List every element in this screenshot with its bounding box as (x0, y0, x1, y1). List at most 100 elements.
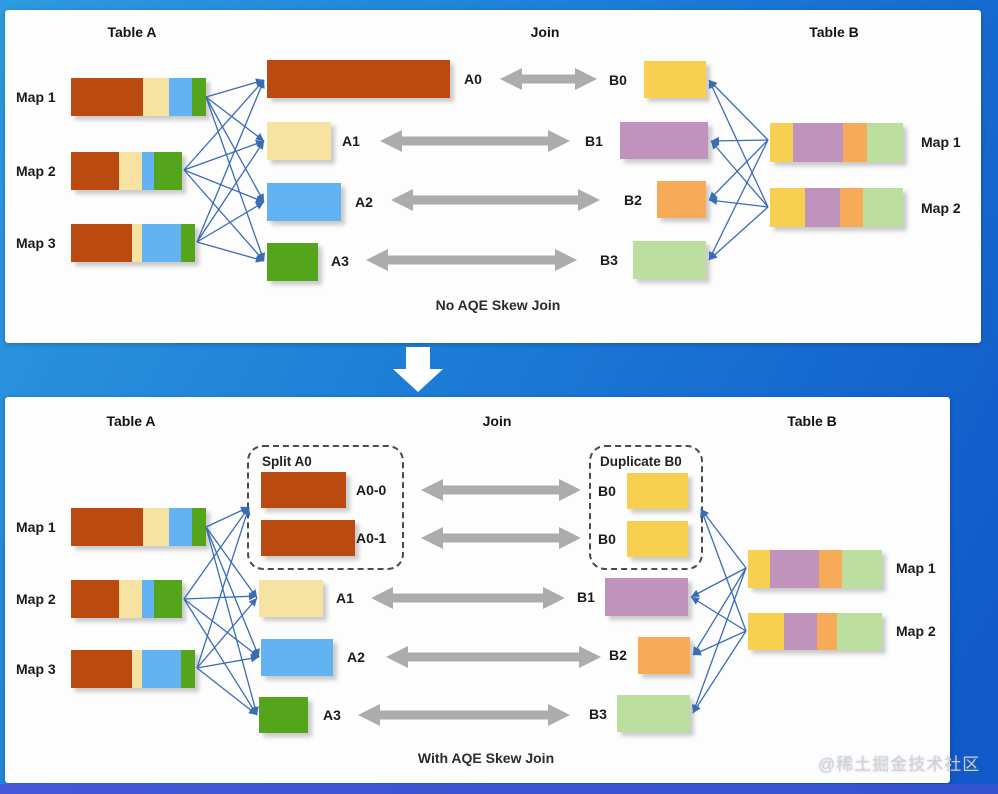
top-b0-label: B0 (609, 72, 627, 88)
top-partition-a3 (267, 243, 318, 281)
bottom-partition-b1 (605, 578, 688, 616)
top-partition-a2 (267, 183, 341, 221)
map3-seg-a1 (132, 224, 142, 262)
partition-a0-1 (261, 520, 355, 556)
bottom-edge-strip (0, 784, 998, 794)
bmap2-seg-b0 (770, 188, 805, 227)
top-table-a-map3-bar (71, 224, 195, 262)
bottom-right-map1-label: Map 1 (896, 560, 936, 576)
bottom-caption: With AQE Skew Join (417, 750, 555, 766)
top-a1-label: A1 (342, 133, 360, 149)
bottom-table-b-map1-bar (748, 550, 882, 588)
top-caption: No AQE Skew Join (435, 297, 561, 313)
bottom-table-a-map3-bar (71, 650, 195, 688)
bottom-table-a-map1-bar (71, 508, 206, 546)
map1-seg-a0 (71, 78, 143, 116)
map1-seg-a3 (192, 508, 206, 546)
map2-seg-a0 (71, 580, 119, 618)
map3-seg-a3 (181, 650, 195, 688)
bmap1-seg-b3 (842, 550, 882, 588)
bottom-table-b-map2-bar (748, 613, 882, 650)
bottom-partition-a1 (259, 580, 323, 617)
top-map2-label: Map 2 (16, 163, 56, 179)
top-map3-label: Map 3 (16, 235, 56, 251)
top-a2-label: A2 (355, 194, 373, 210)
transition-arrow (393, 347, 443, 392)
bottom-a1-label: A1 (336, 590, 354, 606)
bottom-a3-label: A3 (323, 707, 341, 723)
partition-a0-0 (261, 472, 346, 508)
bottom-map1-label: Map 1 (16, 519, 56, 535)
bottom-table-a-map2-bar (71, 580, 182, 618)
top-b3-label: B3 (600, 252, 618, 268)
bmap1-seg-b3 (867, 123, 903, 162)
b0-copy2-label: B0 (598, 531, 616, 547)
bottom-b2-label: B2 (609, 647, 627, 663)
map3-seg-a2 (142, 224, 181, 262)
top-partition-b0 (644, 61, 706, 98)
duplicate-b0-group (589, 445, 703, 570)
top-table-a-map2-bar (71, 152, 182, 190)
map2-seg-a1 (119, 152, 142, 190)
bottom-map3-label: Map 3 (16, 661, 56, 677)
top-table-b-map1-bar (770, 123, 903, 162)
bottom-partition-a2 (261, 639, 333, 676)
map3-seg-a2 (142, 650, 181, 688)
bottom-a2-label: A2 (347, 649, 365, 665)
top-table-a-title: Table A (107, 24, 157, 40)
map1-seg-a2 (169, 78, 192, 116)
bottom-b3-label: B3 (589, 706, 607, 722)
map3-seg-a3 (181, 224, 195, 262)
bmap1-seg-b2 (843, 123, 867, 162)
bmap1-seg-b2 (819, 550, 842, 588)
map3-seg-a0 (71, 224, 132, 262)
map3-seg-a1 (132, 650, 142, 688)
split-a0-group-label: Split A0 (262, 454, 312, 469)
map2-seg-a3 (154, 580, 182, 618)
map1-seg-a2 (169, 508, 192, 546)
bmap2-seg-b3 (863, 188, 903, 227)
map2-seg-a2 (142, 580, 154, 618)
partition-b0-copy1 (627, 473, 688, 509)
map3-seg-a0 (71, 650, 132, 688)
top-b2-label: B2 (624, 192, 642, 208)
bottom-right-map2-label: Map 2 (896, 623, 936, 639)
bottom-partition-b3 (617, 695, 690, 732)
map1-seg-a1 (143, 78, 169, 116)
top-right-map2-label: Map 2 (921, 200, 961, 216)
bmap1-seg-b0 (748, 550, 770, 588)
top-partition-a1 (267, 122, 331, 160)
bottom-partition-a3 (259, 697, 308, 733)
top-partition-a0 (267, 60, 450, 98)
bottom-join-title: Join (482, 413, 512, 429)
map1-seg-a0 (71, 508, 143, 546)
top-table-b-title: Table B (809, 24, 859, 40)
bmap1-seg-b0 (770, 123, 793, 162)
top-partition-b1 (620, 122, 708, 159)
top-right-map1-label: Map 1 (921, 134, 961, 150)
top-partition-b3 (633, 241, 706, 279)
map1-seg-a1 (143, 508, 169, 546)
top-partition-b2 (657, 181, 706, 218)
map2-seg-a2 (142, 152, 154, 190)
a0-0-label: A0-0 (356, 482, 387, 498)
bottom-b1-label: B1 (577, 589, 595, 605)
bottom-map2-label: Map 2 (16, 591, 56, 607)
duplicate-b0-group-label: Duplicate B0 (600, 454, 682, 469)
map2-seg-a0 (71, 152, 119, 190)
a0-1-label: A0-1 (356, 530, 387, 546)
map2-seg-a3 (154, 152, 182, 190)
bmap2-seg-b3 (837, 613, 882, 650)
bmap2-seg-b2 (840, 188, 863, 227)
bottom-table-b-title: Table B (787, 413, 837, 429)
map1-seg-a3 (192, 78, 206, 116)
bottom-partition-b2 (638, 637, 690, 674)
bmap1-seg-b1 (793, 123, 843, 162)
top-a0-label: A0 (464, 71, 482, 87)
top-table-a-map1-bar (71, 78, 206, 116)
top-b1-label: B1 (585, 133, 603, 149)
top-map1-label: Map 1 (16, 89, 56, 105)
top-a3-label: A3 (331, 253, 349, 269)
bmap2-seg-b0 (748, 613, 784, 650)
